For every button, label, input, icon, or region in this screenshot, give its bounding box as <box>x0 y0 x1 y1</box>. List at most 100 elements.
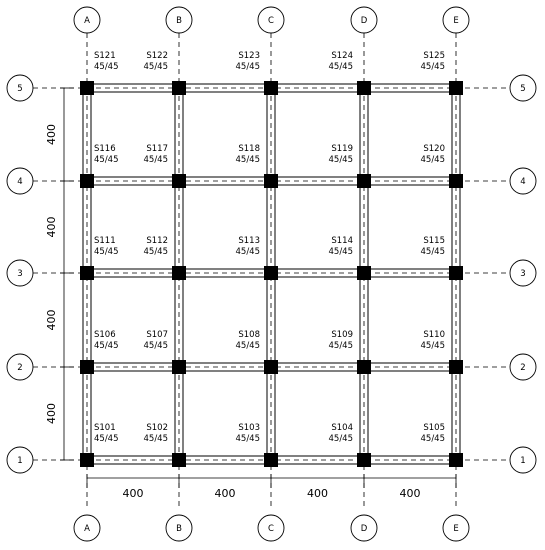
grid-bubble-left-1-circle <box>6 446 34 474</box>
dimension-label: 400 <box>45 403 58 424</box>
column-S123 <box>264 81 278 95</box>
grid-bubble-left-3-label: 3 <box>17 269 22 279</box>
column-S110 <box>449 360 463 374</box>
column-S119 <box>357 174 371 188</box>
column-S125 <box>449 81 463 95</box>
column-id-label: S123 <box>238 51 260 61</box>
column-S102 <box>172 453 186 467</box>
grid-bubble-bottom-A-label: A <box>84 524 90 534</box>
column-size-label: 45/45 <box>329 247 354 257</box>
column-S101 <box>80 453 94 467</box>
column-id-label: S110 <box>423 330 445 340</box>
grid-bubble-right-2-label: 2 <box>520 363 525 373</box>
column-S105 <box>449 453 463 467</box>
grid-bubble-right-3-circle <box>509 259 537 287</box>
column-size-label: 45/45 <box>94 62 119 72</box>
column-S121 <box>80 81 94 95</box>
grid-bubble-right-5-label: 5 <box>520 84 525 94</box>
column-S114 <box>357 266 371 280</box>
grid-bubble-bottom-D-label: D <box>361 524 368 534</box>
structural-columns <box>80 81 463 467</box>
grid-bubble-right-1-circle <box>509 446 537 474</box>
column-S122 <box>172 81 186 95</box>
column-S109 <box>357 360 371 374</box>
column-size-label: 45/45 <box>144 62 169 72</box>
grid-bubble-top-C-label: C <box>268 16 274 26</box>
column-size-label: 45/45 <box>144 341 169 351</box>
column-size-label: 45/45 <box>144 247 169 257</box>
column-id-label: S108 <box>238 330 260 340</box>
column-id-label: S121 <box>94 51 116 61</box>
column-id-label: S125 <box>423 51 445 61</box>
column-S106 <box>80 360 94 374</box>
column-id-label: S119 <box>331 144 353 154</box>
grid-bubble-left-5-circle <box>6 74 34 102</box>
column-S124 <box>357 81 371 95</box>
grid-bubble-left-4-circle <box>6 167 34 195</box>
grid-bubble-right-5-circle <box>509 74 537 102</box>
column-id-label: S105 <box>423 423 445 433</box>
grid-bubble-bottom-B-label: B <box>176 524 182 534</box>
dimension-label: 400 <box>123 487 144 500</box>
column-id-label: S101 <box>94 423 116 433</box>
column-size-label: 45/45 <box>421 247 446 257</box>
column-id-label: S111 <box>94 236 116 246</box>
grid-bubble-top-D-label: D <box>361 16 368 26</box>
column-S118 <box>264 174 278 188</box>
grid-bubble-top-C-circle <box>257 6 285 34</box>
column-id-label: S120 <box>423 144 445 154</box>
column-size-label: 45/45 <box>94 155 119 165</box>
column-id-label: S117 <box>146 144 168 154</box>
grid-bubble-left-2-circle <box>6 353 34 381</box>
column-size-label: 45/45 <box>329 155 354 165</box>
column-size-label: 45/45 <box>421 62 446 72</box>
column-size-label: 45/45 <box>94 247 119 257</box>
grid-bubble-bottom-D-circle <box>350 514 378 542</box>
column-S104 <box>357 453 371 467</box>
column-S103 <box>264 453 278 467</box>
grid-bubble-right-3-label: 3 <box>520 269 525 279</box>
grid-bubble-bottom-B-circle <box>165 514 193 542</box>
column-size-label: 45/45 <box>421 341 446 351</box>
column-size-label: 45/45 <box>329 62 354 72</box>
column-S113 <box>264 266 278 280</box>
column-S112 <box>172 266 186 280</box>
column-id-label: S124 <box>331 51 353 61</box>
column-size-label: 45/45 <box>94 341 119 351</box>
grid-bubble-top-E-circle <box>442 6 470 34</box>
dimension-label: 400 <box>215 487 236 500</box>
grid-bubble-top-E-label: E <box>453 16 458 26</box>
dimension-label: 400 <box>400 487 421 500</box>
column-id-label: S103 <box>238 423 260 433</box>
column-id-label: S106 <box>94 330 116 340</box>
grid-bubble-top-B-label: B <box>176 16 182 26</box>
grid-bubble-bottom-A-circle <box>73 514 101 542</box>
column-id-label: S115 <box>423 236 445 246</box>
grid-bubble-right-2-circle <box>509 353 537 381</box>
grid-bubble-bottom-C-circle <box>257 514 285 542</box>
column-S108 <box>264 360 278 374</box>
column-S117 <box>172 174 186 188</box>
grid-bubble-top-D-circle <box>350 6 378 34</box>
column-id-label: S118 <box>238 144 260 154</box>
column-id-label: S116 <box>94 144 116 154</box>
grid-bubble-bottom-C-label: C <box>268 524 274 534</box>
column-labels: S10145/45S10245/45S10345/45S10445/45S105… <box>94 51 445 444</box>
grid-bubble-left-1-label: 1 <box>17 456 22 466</box>
dimension-label: 400 <box>45 217 58 238</box>
grid-bubble-left-5-label: 5 <box>17 84 22 94</box>
column-id-label: S114 <box>331 236 353 246</box>
column-id-label: S104 <box>331 423 353 433</box>
column-size-label: 45/45 <box>421 155 446 165</box>
column-size-label: 45/45 <box>329 434 354 444</box>
column-S120 <box>449 174 463 188</box>
column-size-label: 45/45 <box>236 341 261 351</box>
column-size-label: 45/45 <box>236 62 261 72</box>
column-S111 <box>80 266 94 280</box>
grid-bubble-bottom-E-label: E <box>453 524 458 534</box>
grid-bubble-top-A-label: A <box>84 16 90 26</box>
column-size-label: 45/45 <box>144 155 169 165</box>
